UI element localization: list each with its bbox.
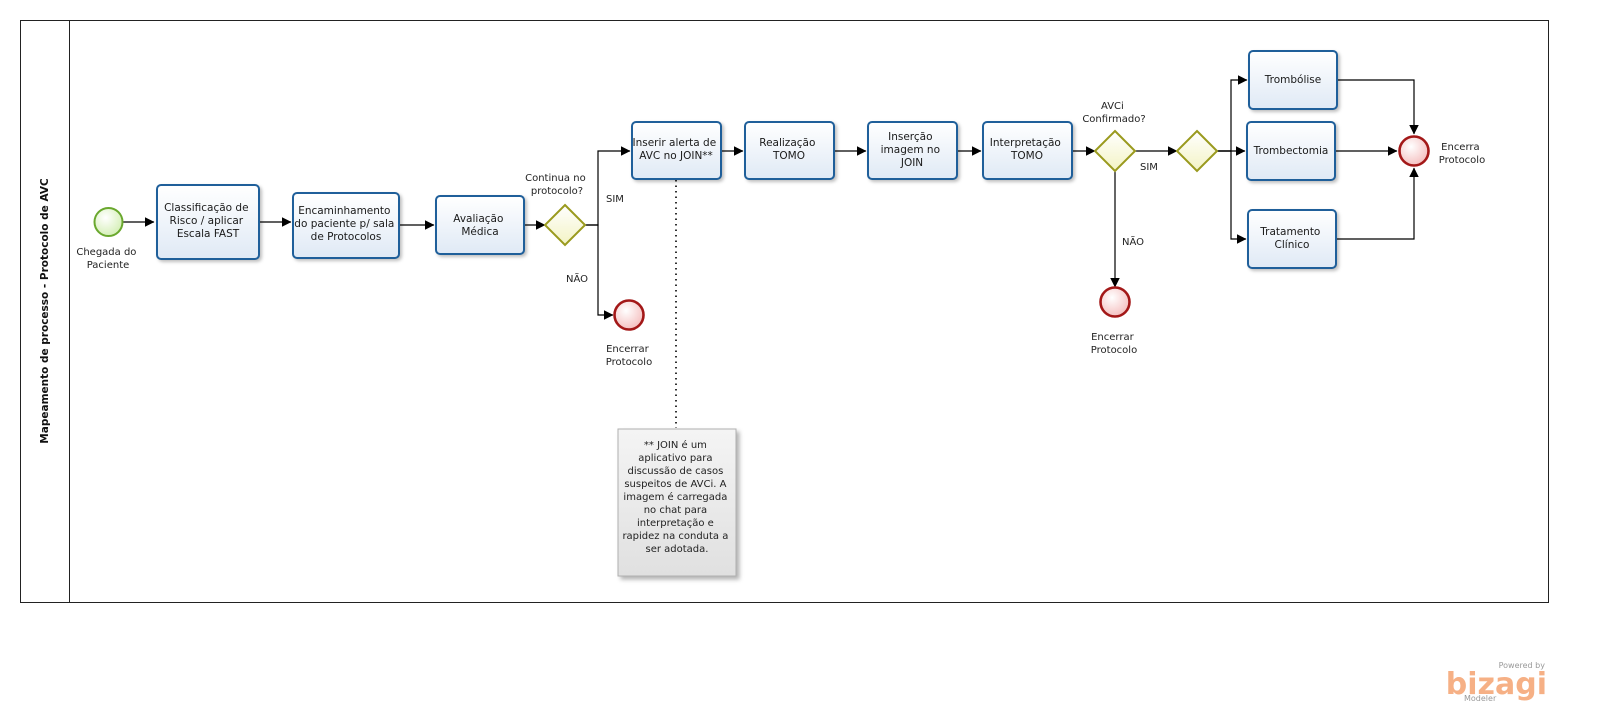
flow-trombolise-to-end[interactable]	[1337, 79, 1419, 135]
task-avaliacao[interactable]: Avaliação Médica	[435, 195, 525, 255]
text-annotation-content: ** JOIN é um aplicativo para discussão d…	[622, 439, 731, 555]
flow-tratamento-to-end[interactable]	[1336, 167, 1419, 240]
end-event-encerra-final-label: Encerra Protocolo	[1439, 142, 1485, 166]
start-event[interactable]	[93, 207, 124, 237]
task-realizacao-label: Realização TOMO	[759, 137, 818, 162]
end-event-encerra-final[interactable]	[1398, 135, 1430, 167]
watermark-powered: Powered by	[1499, 661, 1546, 670]
task-realizacao[interactable]: Realização TOMO	[744, 121, 835, 180]
task-insercao[interactable]: Inserção imagem no JOIN	[867, 121, 958, 180]
gateway-parallel[interactable]	[1175, 129, 1219, 173]
watermark-brand: bizagi	[1446, 667, 1547, 702]
end-event-encerrar-1-label: Encerrar Protocolo	[606, 344, 652, 368]
gateway-avci[interactable]	[1093, 129, 1137, 173]
task-tratamento-label: Tratamento Clínico	[1259, 226, 1323, 251]
task-trombectomia[interactable]: Trombectomia	[1246, 121, 1336, 181]
task-insercao-label: Inserção imagem no JOIN	[881, 131, 944, 169]
bizagi-watermark: Powered by bizagi Modeler	[1446, 661, 1547, 703]
pool-border	[20, 20, 1549, 603]
pool-title: Mapeamento de processo - Protocolo de AV…	[39, 178, 51, 444]
gateway-avci-label: AVCi Confirmado?	[1082, 101, 1145, 125]
flow-parallel-to-tratamento[interactable]	[1217, 150, 1247, 244]
gateway-continua-label: Continua no protocolo?	[525, 173, 589, 197]
text-annotation[interactable]: ** JOIN é um aplicativo para discussão d…	[617, 428, 737, 577]
flow-label-nao-2: NÃO	[1122, 235, 1144, 248]
flow-label-nao-1: NÃO	[566, 272, 588, 285]
flow-label-sim-1: SIM	[606, 194, 624, 205]
task-classificacao[interactable]: Classificação de Risco / aplicar Escala …	[156, 184, 260, 260]
flow-label-sim-2: SIM	[1140, 162, 1158, 173]
task-trombolise-label: Trombólise	[1264, 74, 1321, 86]
task-trombolise[interactable]: Trombólise	[1248, 50, 1338, 110]
task-encaminhamento[interactable]: Encaminhamento do paciente p/ sala de Pr…	[292, 192, 400, 259]
task-classificacao-label: Classificação de Risco / aplicar Escala …	[164, 202, 252, 240]
task-tratamento[interactable]: Tratamento Clínico	[1247, 209, 1337, 269]
task-trombectomia-label: Trombectomia	[1253, 145, 1329, 157]
start-event-label: Chegada do Paciente	[76, 247, 139, 271]
flow-nao-to-encerrar[interactable]	[585, 224, 614, 320]
watermark-product: Modeler	[1464, 694, 1497, 703]
task-avaliacao-label: Avaliação Médica	[453, 213, 506, 238]
end-event-encerrar-1[interactable]	[613, 299, 645, 331]
task-interpretacao[interactable]: Interpretação TOMO	[982, 121, 1073, 180]
sequence-flows	[123, 75, 1419, 320]
gateway-continua[interactable]	[543, 203, 587, 247]
task-inserir-alerta[interactable]: Inserir alerta de AVC no JOIN**	[631, 121, 722, 180]
task-inserir-alerta-label: Inserir alerta de AVC no JOIN**	[632, 137, 719, 162]
task-interpretacao-label: Interpretação TOMO	[990, 137, 1064, 162]
task-encaminhamento-label: Encaminhamento do paciente p/ sala de Pr…	[294, 205, 397, 243]
end-event-encerrar-2-label: Encerrar Protocolo	[1091, 332, 1137, 356]
end-event-encerrar-2[interactable]	[1099, 286, 1131, 318]
